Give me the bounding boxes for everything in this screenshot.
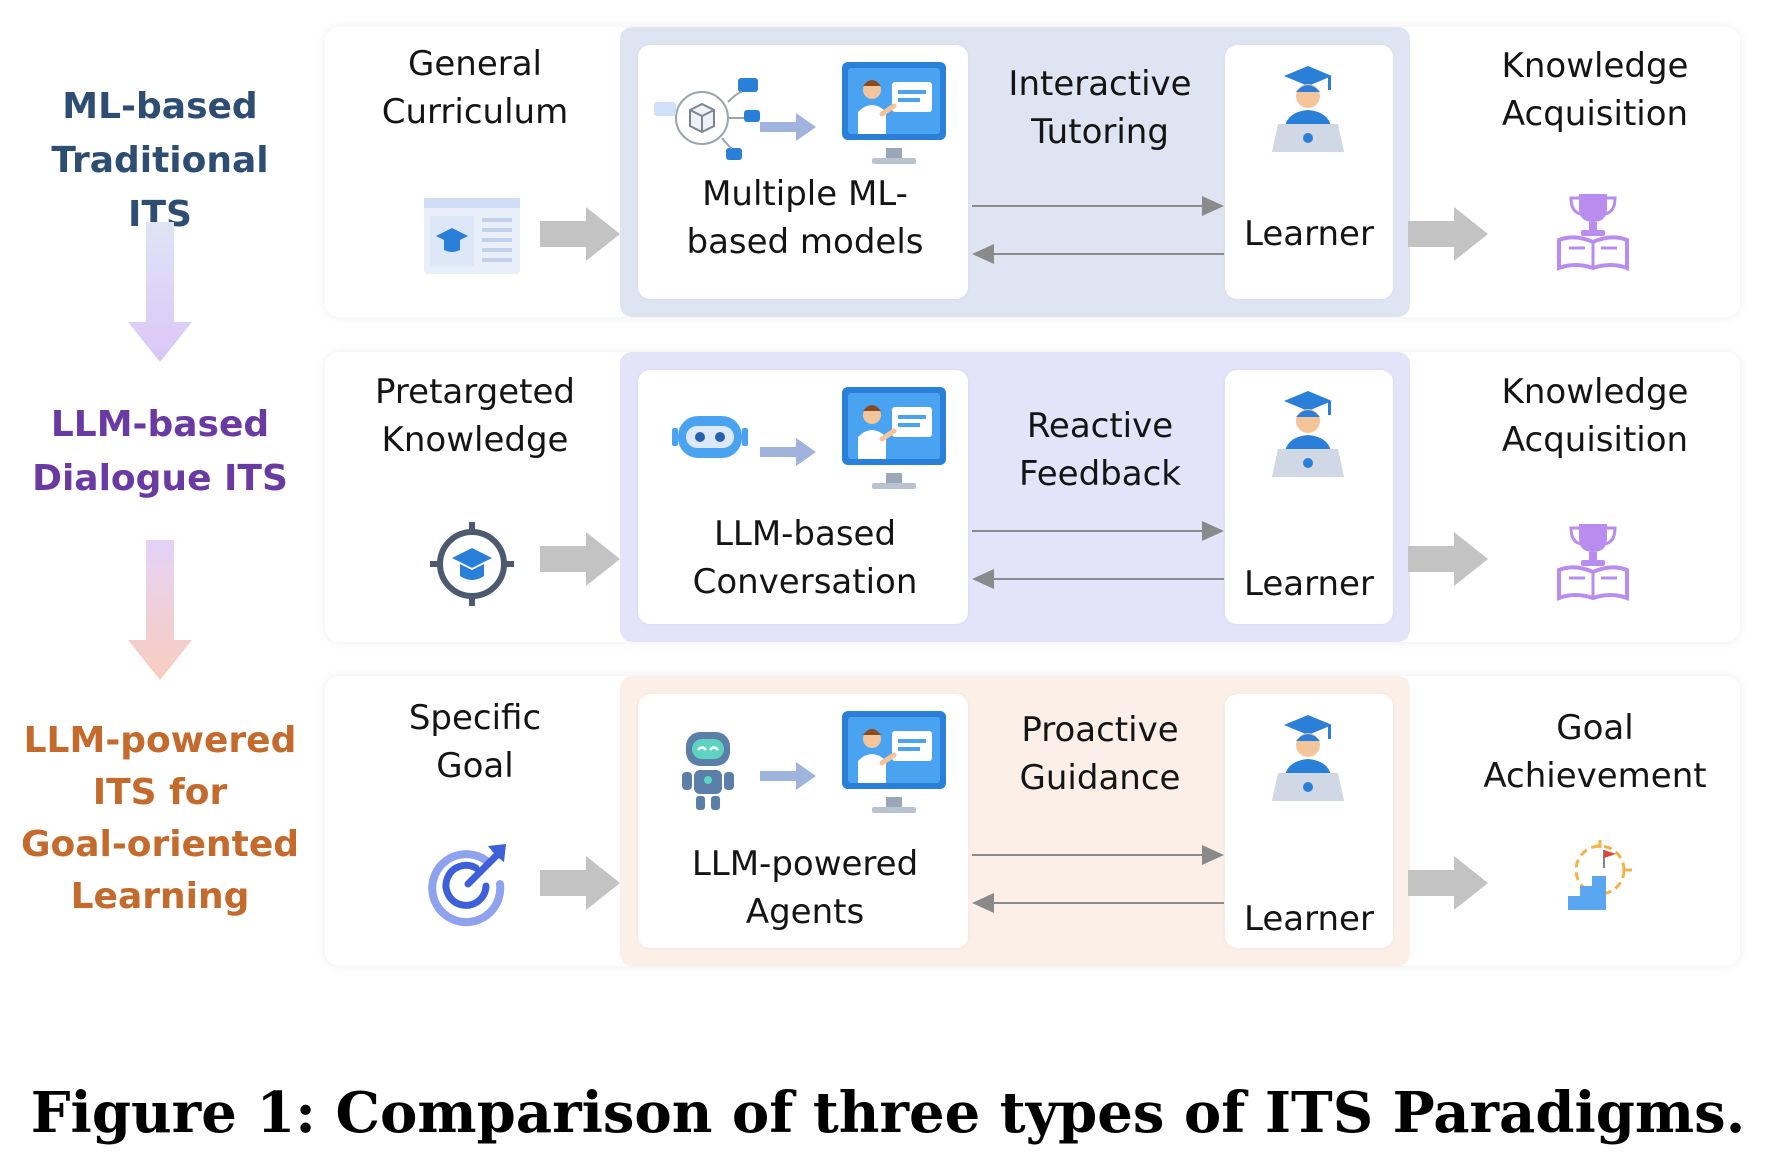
input-label-line: General [408, 44, 542, 84]
system-label: Multiple ML-based models [650, 170, 960, 266]
flow-arrow-icon [540, 207, 620, 261]
input-label-line: Specific [408, 698, 542, 738]
outcome-label-line: Acquisition [1501, 420, 1689, 460]
evolution-arrow-icon [128, 222, 192, 362]
learner-label: Learner [1244, 899, 1374, 939]
flow-arrow-icon [1408, 856, 1488, 910]
figure-caption: Figure 1: Comparison of three types of I… [30, 1080, 1746, 1146]
teacher-screen-icon [842, 387, 946, 489]
input-label-line: Curriculum [381, 92, 569, 132]
outcome-label-line: Knowledge [1501, 46, 1689, 86]
chatbot-icon [672, 416, 748, 458]
interaction-label-line: Guidance [1019, 758, 1181, 798]
flow-arrow-icon [540, 856, 620, 910]
goal-stairs-flag-icon [1568, 840, 1632, 910]
teacher-screen-icon [842, 62, 946, 164]
graduate-student-laptop-icon [1272, 391, 1344, 477]
system-label-line: based models [686, 222, 924, 262]
input-label-line: Knowledge [381, 420, 569, 460]
paradigm-label-line: ITS for [92, 772, 228, 813]
paradigm-label-ml: ML-based Traditional ITS [20, 80, 300, 242]
graduate-student-laptop-icon [1272, 715, 1344, 801]
flow-arrow-icon [1408, 532, 1488, 586]
paradigm-label-llm-dialogue: LLM-based Dialogue ITS [20, 398, 300, 506]
interaction-arrows-icon [972, 845, 1224, 913]
target-graduation-cap-icon [430, 522, 514, 606]
outcome-label-line: Achievement [1483, 756, 1707, 796]
paradigm-label-line: LLM-based [50, 404, 270, 445]
interaction-arrows-icon [972, 196, 1224, 264]
outcome-label-line: Goal [1556, 708, 1634, 748]
target-arrow-icon [428, 844, 506, 927]
interaction-label-line: Reactive [1026, 406, 1174, 446]
input-label-line: Goal [436, 746, 514, 786]
system-label-line: Multiple ML- [702, 174, 908, 214]
outcome-label-line: Acquisition [1501, 94, 1689, 134]
interaction-label-line: Proactive [1021, 710, 1179, 750]
trophy-books-icon [1557, 194, 1629, 271]
graduate-student-laptop-icon [1272, 66, 1344, 152]
paradigm-label-llm-powered: LLM-powered ITS for Goal-oriented Learni… [20, 715, 300, 923]
evolution-arrow-icon [128, 540, 192, 680]
flow-arrow-icon [1408, 207, 1488, 261]
interaction-label-line: Tutoring [1031, 112, 1169, 152]
trophy-books-icon [1557, 524, 1629, 601]
system-label-line: LLM-based [713, 514, 897, 554]
paradigm-label-line: ML-based [62, 86, 258, 127]
small-arrow-icon [760, 438, 816, 466]
paradigm-label-line: Learning [70, 876, 250, 917]
system-label-line: Agents [745, 892, 865, 932]
robot-agent-icon [682, 732, 734, 810]
paradigm-label-line: LLM-powered [23, 720, 297, 761]
small-arrow-icon [760, 762, 816, 790]
learner-label: Learner [1244, 214, 1374, 254]
system-label-line: Conversation [692, 562, 918, 602]
flow-arrow-icon [540, 532, 620, 586]
interaction-label-line: Interactive [1008, 64, 1192, 104]
interaction-arrows-icon [972, 521, 1224, 589]
paradigm-label-line: Goal-oriented [20, 824, 300, 865]
ml-models-icon [654, 78, 760, 160]
interaction-label-line: Feedback [1019, 454, 1181, 494]
paradigm-label-line: Dialogue ITS [32, 458, 288, 499]
teacher-screen-icon [842, 711, 946, 813]
system-label-line: LLM-powered [691, 844, 919, 884]
small-arrow-icon [760, 113, 816, 141]
input-label-line: Pretargeted [375, 372, 575, 412]
outcome-label-line: Knowledge [1501, 372, 1689, 412]
curriculum-webpage-icon [424, 198, 520, 274]
paradigm-label-line: Traditional ITS [51, 140, 269, 235]
learner-label: Learner [1244, 564, 1374, 604]
